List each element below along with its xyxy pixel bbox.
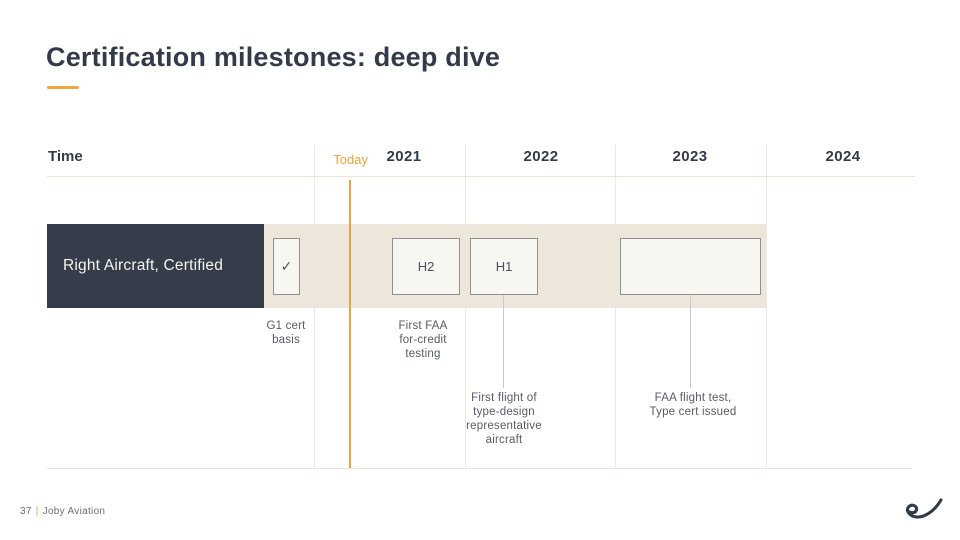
year-header-2022: 2022 <box>523 148 559 165</box>
row-header-label: Right Aircraft, Certified <box>63 257 224 274</box>
year-header-2023: 2023 <box>672 148 708 165</box>
year-header-2021: 2021 <box>386 148 422 165</box>
timeline-axis-label: Time <box>48 148 83 165</box>
today-marker-line <box>349 180 351 468</box>
timeline-header-divider <box>47 176 915 177</box>
title-accent-underline <box>47 86 79 89</box>
connector-line-h1 <box>503 294 504 388</box>
milestone-box-g1-check: ✓ <box>273 238 300 295</box>
column-gridline-2024 <box>766 145 767 468</box>
milestone-box-h2-label: H2 <box>417 259 435 274</box>
milestone-box-h1-label: H1 <box>495 259 513 274</box>
slide-title: Certification milestones: deep dive <box>46 42 501 72</box>
today-label: Today <box>333 152 368 167</box>
milestone-note-g1: G1 cert basis <box>266 320 306 346</box>
footer-separator: | <box>35 506 39 517</box>
row-header-right-aircraft-certified: Right Aircraft, Certified <box>47 224 264 308</box>
checkmark-icon: ✓ <box>280 258 293 274</box>
connector-line-type-cert <box>690 294 691 388</box>
milestone-box-h2: H2 <box>392 238 460 295</box>
milestone-note-h2: First FAA for-credit testing <box>398 320 448 360</box>
page-number: 37 <box>20 506 32 517</box>
footer: 37|Joby Aviation <box>20 506 105 517</box>
milestone-note-h1: First flight of type-design representati… <box>466 392 542 446</box>
milestone-box-type-cert <box>620 238 761 295</box>
milestone-box-h1: H1 <box>470 238 538 295</box>
year-header-2024: 2024 <box>825 148 861 165</box>
timeline-bottom-divider <box>47 468 912 469</box>
milestone-note-type-cert: FAA flight test, Type cert issued <box>649 392 737 418</box>
brand-name: Joby Aviation <box>42 506 106 517</box>
joby-aviation-logo-icon <box>905 498 943 519</box>
